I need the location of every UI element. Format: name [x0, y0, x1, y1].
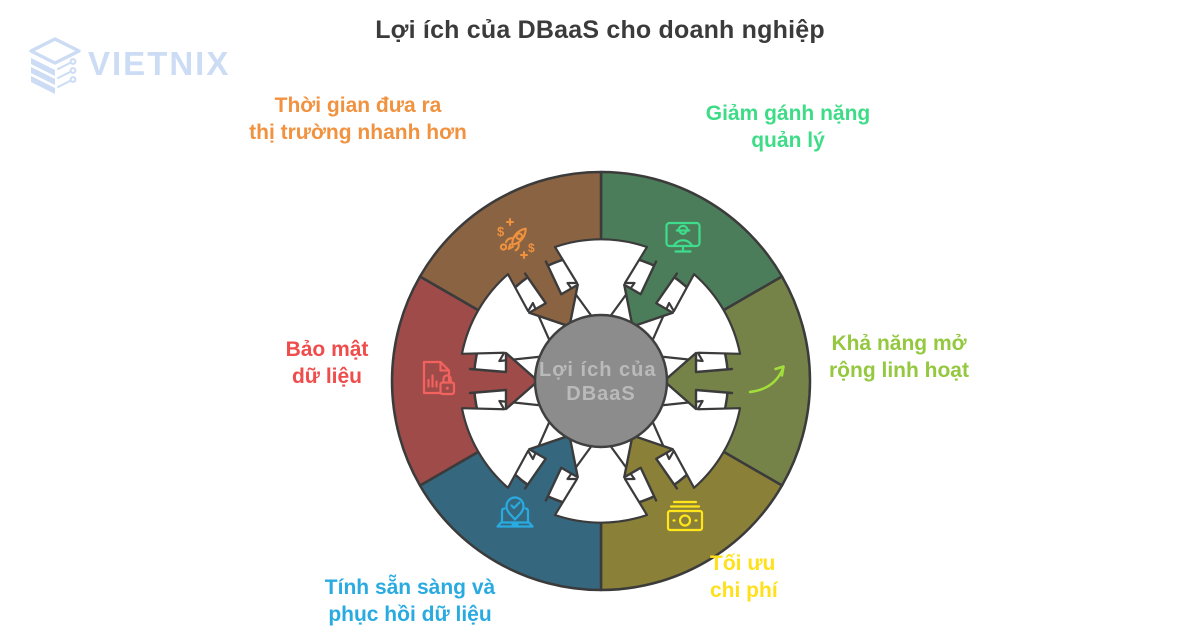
laptop-location-icon [496, 496, 534, 528]
label-line: Giảm gánh nặng [705, 102, 871, 125]
center-hub [533, 313, 669, 449]
label-reduced-management: Giảm gánh nặng quản lý [688, 100, 888, 154]
center-hub-text: Lợi ích của DBaaS [539, 359, 663, 405]
monitor-worker-icon [665, 221, 701, 253]
label-line: chi phí [710, 579, 778, 602]
page-title: Lợi ích của DBaaS cho doanh nghiệp [375, 16, 825, 44]
label-line: phục hồi dữ liệu [328, 603, 492, 626]
layers-stack-icon [29, 37, 81, 94]
label-line: rộng linh hoạt [829, 359, 969, 382]
label-line: thị trường nhanh hơn [249, 121, 467, 144]
label-line: Bảo mật [285, 338, 369, 361]
label-time-to-market: Thời gian đưa ra thị trường nhanh hơn [238, 92, 478, 146]
svg-text:$: $ [528, 241, 535, 255]
growth-arrow-icon [748, 365, 785, 394]
label-availability-recovery: Tính sẵn sàng và phục hồi dữ liệu [310, 574, 510, 628]
money-stack-icon [666, 500, 704, 532]
rocket-dollar-icon: $ $ [497, 217, 535, 260]
label-data-security: Bảo mật dữ liệu [267, 336, 387, 390]
label-line: Tối ưu [710, 552, 776, 575]
dbaas-benefits-wheel: Lợi ích của DBaaS $ $ [390, 170, 812, 592]
label-line: Thời gian đưa ra [274, 94, 442, 117]
vietnix-logo: VIETNIX [29, 37, 230, 94]
white-inward-arrows [460, 238, 742, 524]
label-line: Tính sẵn sàng và [324, 576, 496, 599]
wheel-ring [390, 170, 812, 592]
svg-text:$: $ [497, 224, 505, 239]
label-line: Khả năng mở [831, 332, 967, 355]
logo-text: VIETNIX [88, 45, 230, 82]
document-lock-icon [422, 360, 456, 396]
label-line: quản lý [751, 129, 825, 152]
label-line: dữ liệu [291, 365, 363, 388]
label-scalability: Khả năng mở rộng linh hoạt [804, 330, 994, 384]
label-cost-optimization: Tối ưu chi phí [710, 550, 850, 604]
